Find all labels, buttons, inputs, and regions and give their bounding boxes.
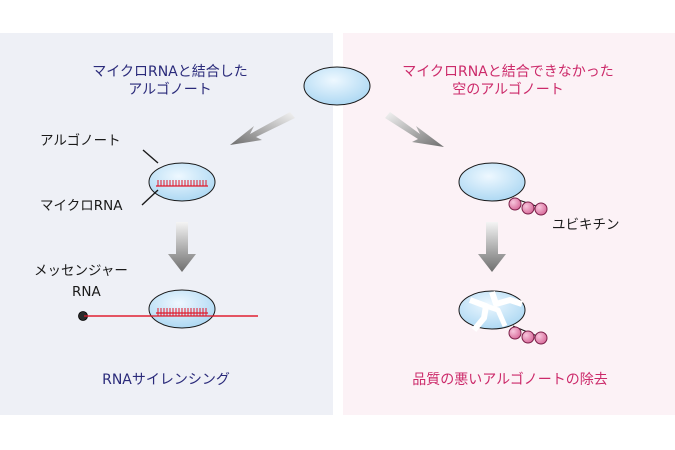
argonaute-empty <box>458 162 526 202</box>
arrow-to-left <box>230 112 295 145</box>
argonaute-top <box>303 66 371 106</box>
ubiquitin-chain-2 <box>508 325 548 345</box>
ubiquitin-bead <box>534 202 548 216</box>
right-title: マイクロRNAと結合できなかった 空のアルゴノート <box>402 64 614 99</box>
right-title-line2: 空のアルゴノート <box>452 81 564 98</box>
label-argonaute: アルゴノート <box>40 133 121 149</box>
right-panel <box>343 33 675 415</box>
left-title: マイクロRNAと結合した アルゴノート <box>92 64 248 99</box>
label-microrna: マイクロRNA <box>40 198 123 214</box>
ubiquitin-chain-1 <box>508 197 548 216</box>
argonaute-pointer-line <box>142 149 159 164</box>
argonaute-degraded <box>458 290 526 332</box>
left-panel <box>0 33 333 415</box>
microrna-strand <box>156 180 208 187</box>
left-title-line1: マイクロRNAと結合した <box>92 64 248 80</box>
left-title-line2: アルゴノート <box>128 81 212 98</box>
right-caption: 品質の悪いアルゴノートの除去 <box>412 372 608 388</box>
label-messenger-rna-line1: メッセンジャー <box>34 263 128 279</box>
ubiquitin-bead <box>508 197 522 211</box>
ubiquitin-bead <box>508 326 522 340</box>
arrow-to-right <box>385 112 444 147</box>
ubiquitin-bead <box>534 331 548 345</box>
left-caption: RNAサイレンシング <box>102 372 230 388</box>
microrna-mrna-pairing <box>157 308 207 316</box>
arrow-down-left <box>168 222 196 272</box>
label-ubiquitin: ユビキチン <box>552 217 620 233</box>
arrow-down-right <box>478 222 506 272</box>
microrna-pointer-line <box>141 189 159 206</box>
right-title-line1: マイクロRNAと結合できなかった <box>402 64 614 80</box>
label-messenger-rna-line2: RNA <box>72 284 101 300</box>
ubiquitin-bead <box>521 330 535 344</box>
ubiquitin-bead <box>521 201 535 215</box>
